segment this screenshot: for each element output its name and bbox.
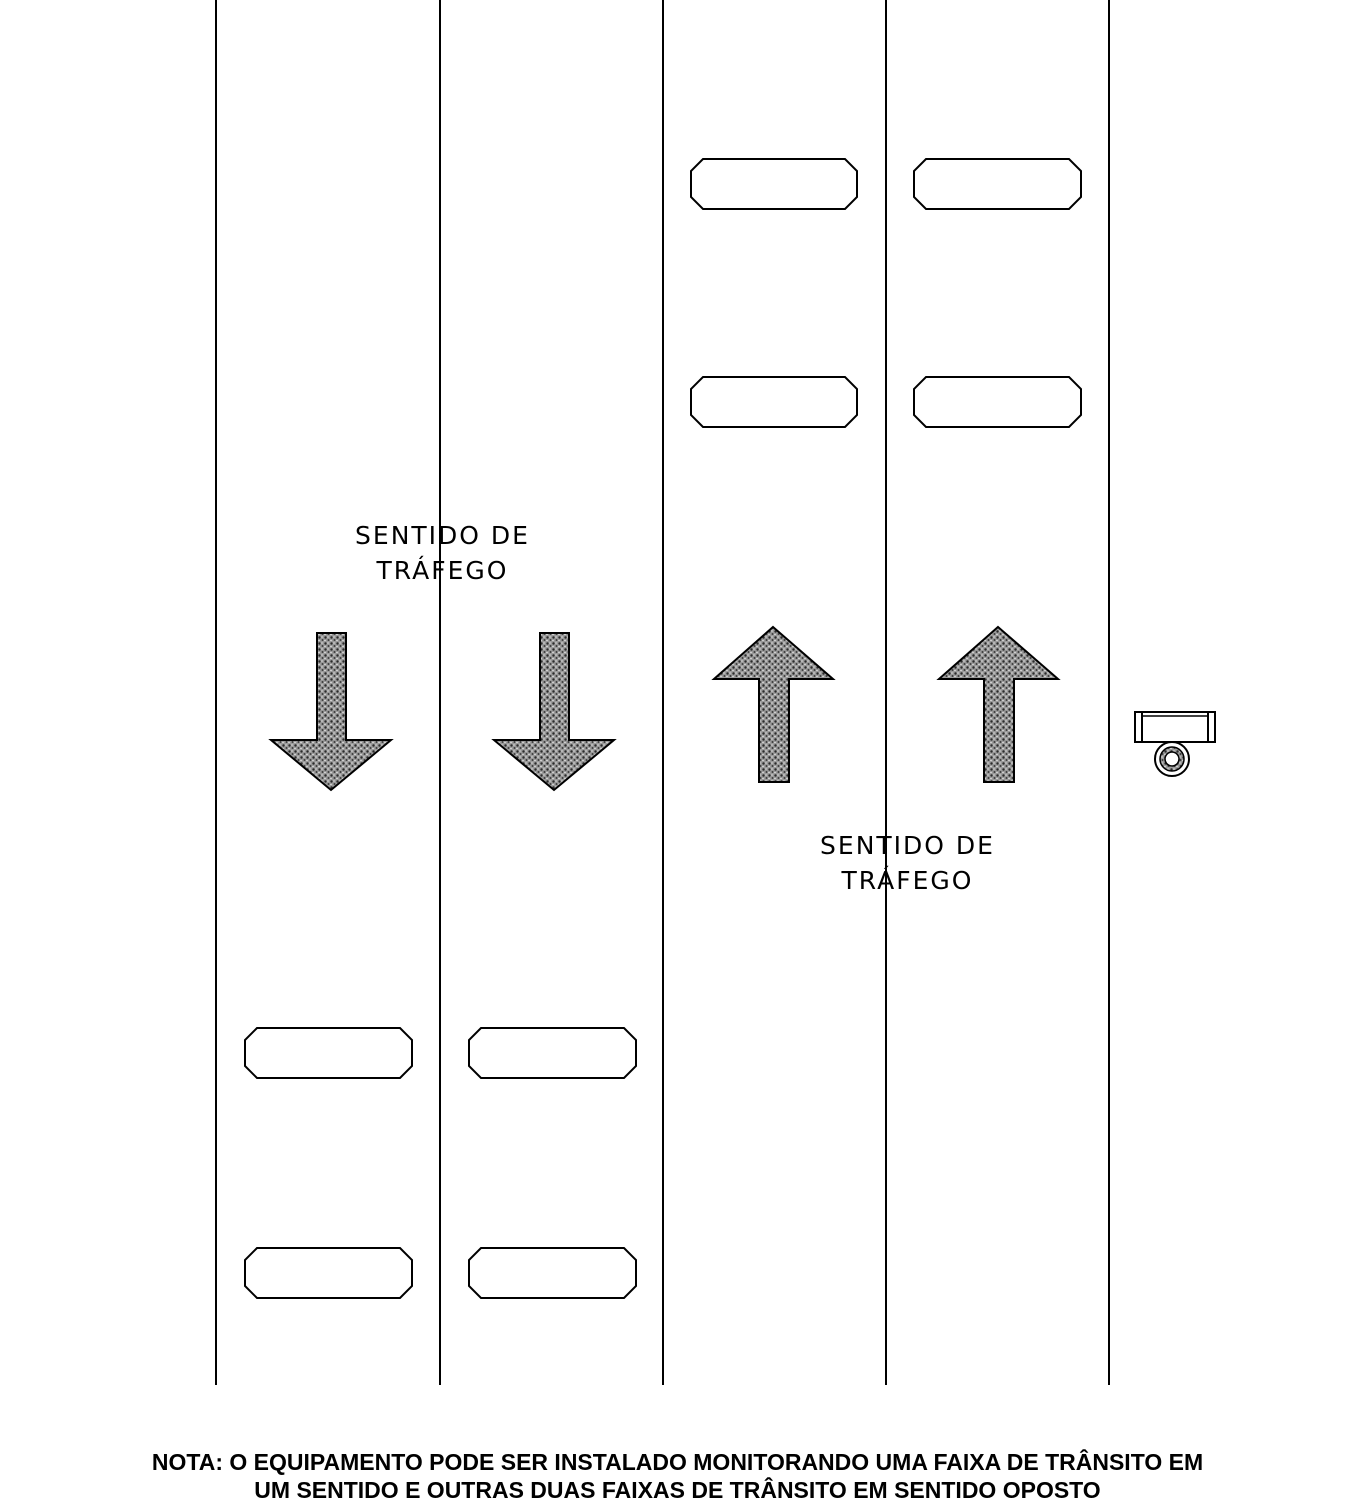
road-lanes-diagram bbox=[215, 0, 1216, 1385]
arrow-down-icon bbox=[268, 632, 394, 792]
sensor-loop bbox=[468, 1027, 637, 1079]
arrow-up-icon bbox=[711, 625, 836, 783]
sensor-loop bbox=[244, 1027, 413, 1079]
sensor-loop bbox=[468, 1247, 637, 1299]
roadside-equipment-icon bbox=[1134, 711, 1216, 777]
arrow-down-icon bbox=[491, 632, 617, 792]
note-line2: UM SENTIDO E OUTRAS DUAS FAIXAS DE TRÂNS… bbox=[254, 1477, 1101, 1503]
traffic-direction-label-left: SENTIDO DE TRÁFEGO bbox=[320, 518, 565, 588]
traffic-label-line1: SENTIDO DE bbox=[355, 521, 530, 550]
traffic-label-line2: TRÁFEGO bbox=[841, 866, 974, 895]
sensor-loop bbox=[690, 376, 858, 428]
sensor-loop bbox=[690, 158, 858, 210]
arrow-up-icon bbox=[936, 625, 1061, 783]
sensor-loop bbox=[244, 1247, 413, 1299]
sensor-loop bbox=[913, 376, 1082, 428]
traffic-direction-label-right: SENTIDO DE TRÁFEGO bbox=[785, 828, 1030, 898]
sensor-loop bbox=[913, 158, 1082, 210]
note-line1: NOTA: O EQUIPAMENTO PODE SER INSTALADO M… bbox=[151, 1449, 1204, 1475]
traffic-label-line2: TRÁFEGO bbox=[376, 556, 509, 585]
installation-note: NOTA: O EQUIPAMENTO PODE SER INSTALADO M… bbox=[0, 1448, 1355, 1504]
traffic-label-line1: SENTIDO DE bbox=[820, 831, 995, 860]
